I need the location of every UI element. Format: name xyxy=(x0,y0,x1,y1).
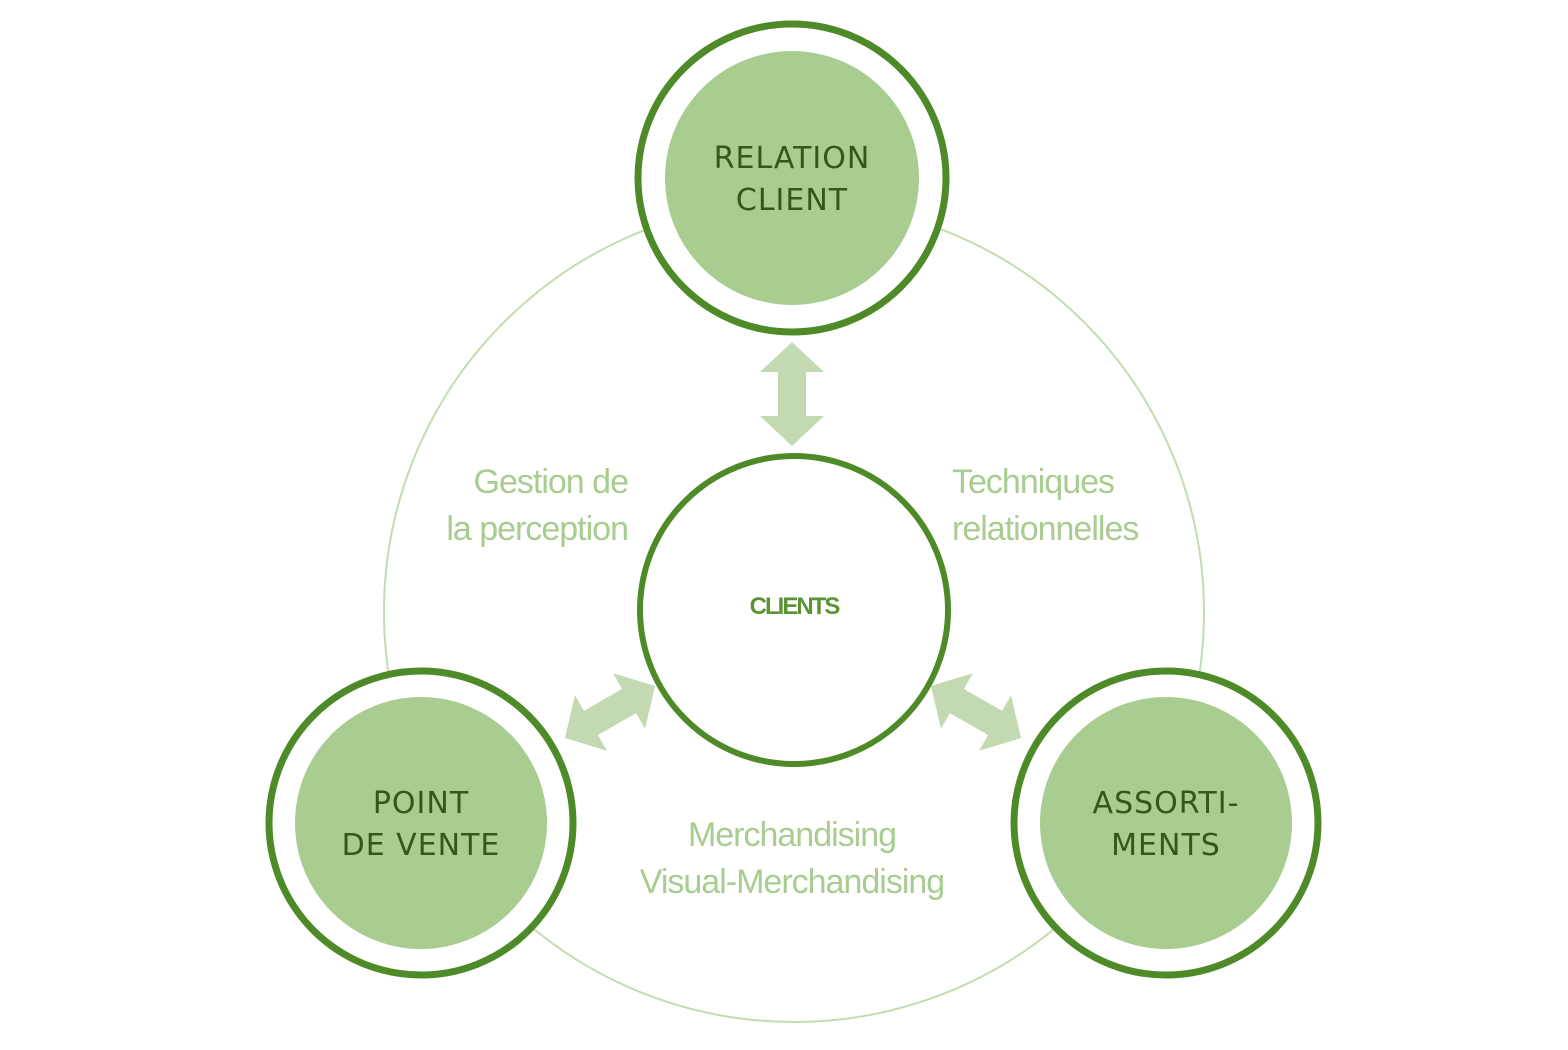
node-label-line1: POINT xyxy=(373,786,469,821)
double-arrow-right xyxy=(930,673,1022,751)
edge-label-left-line1: Gestion de xyxy=(474,463,629,501)
edge-label-left-line2: la perception xyxy=(446,510,628,548)
node-inner-disc xyxy=(665,51,919,305)
node-inner-disc xyxy=(295,697,547,949)
node-label-line2: DE VENTE xyxy=(342,828,501,863)
center-ring xyxy=(637,453,951,767)
node-relation-client: RELATION CLIENT xyxy=(634,20,950,336)
double-arrow-left xyxy=(564,673,656,751)
edge-label-bottom-line1: Merchandising xyxy=(688,816,896,854)
edge-label-right-line2: relationnelles xyxy=(952,510,1138,548)
edge-label-right-line1: Techniques xyxy=(952,463,1114,501)
node-label-line2: CLIENT xyxy=(736,183,848,218)
node-point-de-vente: POINT DE VENTE xyxy=(265,667,577,979)
node-assortiments: ASSORTI- MENTS xyxy=(1010,667,1322,979)
center-label: CLIENTS xyxy=(750,593,841,620)
node-label-line1: ASSORTI- xyxy=(1093,786,1240,821)
edge-label-bottom-line2: Visual-Merchandising xyxy=(640,863,944,901)
node-label-line1: RELATION xyxy=(714,141,871,176)
center-clients: CLIENTS xyxy=(637,453,951,767)
node-label-line2: MENTS xyxy=(1111,828,1221,863)
node-inner-disc xyxy=(1040,697,1292,949)
double-arrow-top xyxy=(760,342,824,446)
